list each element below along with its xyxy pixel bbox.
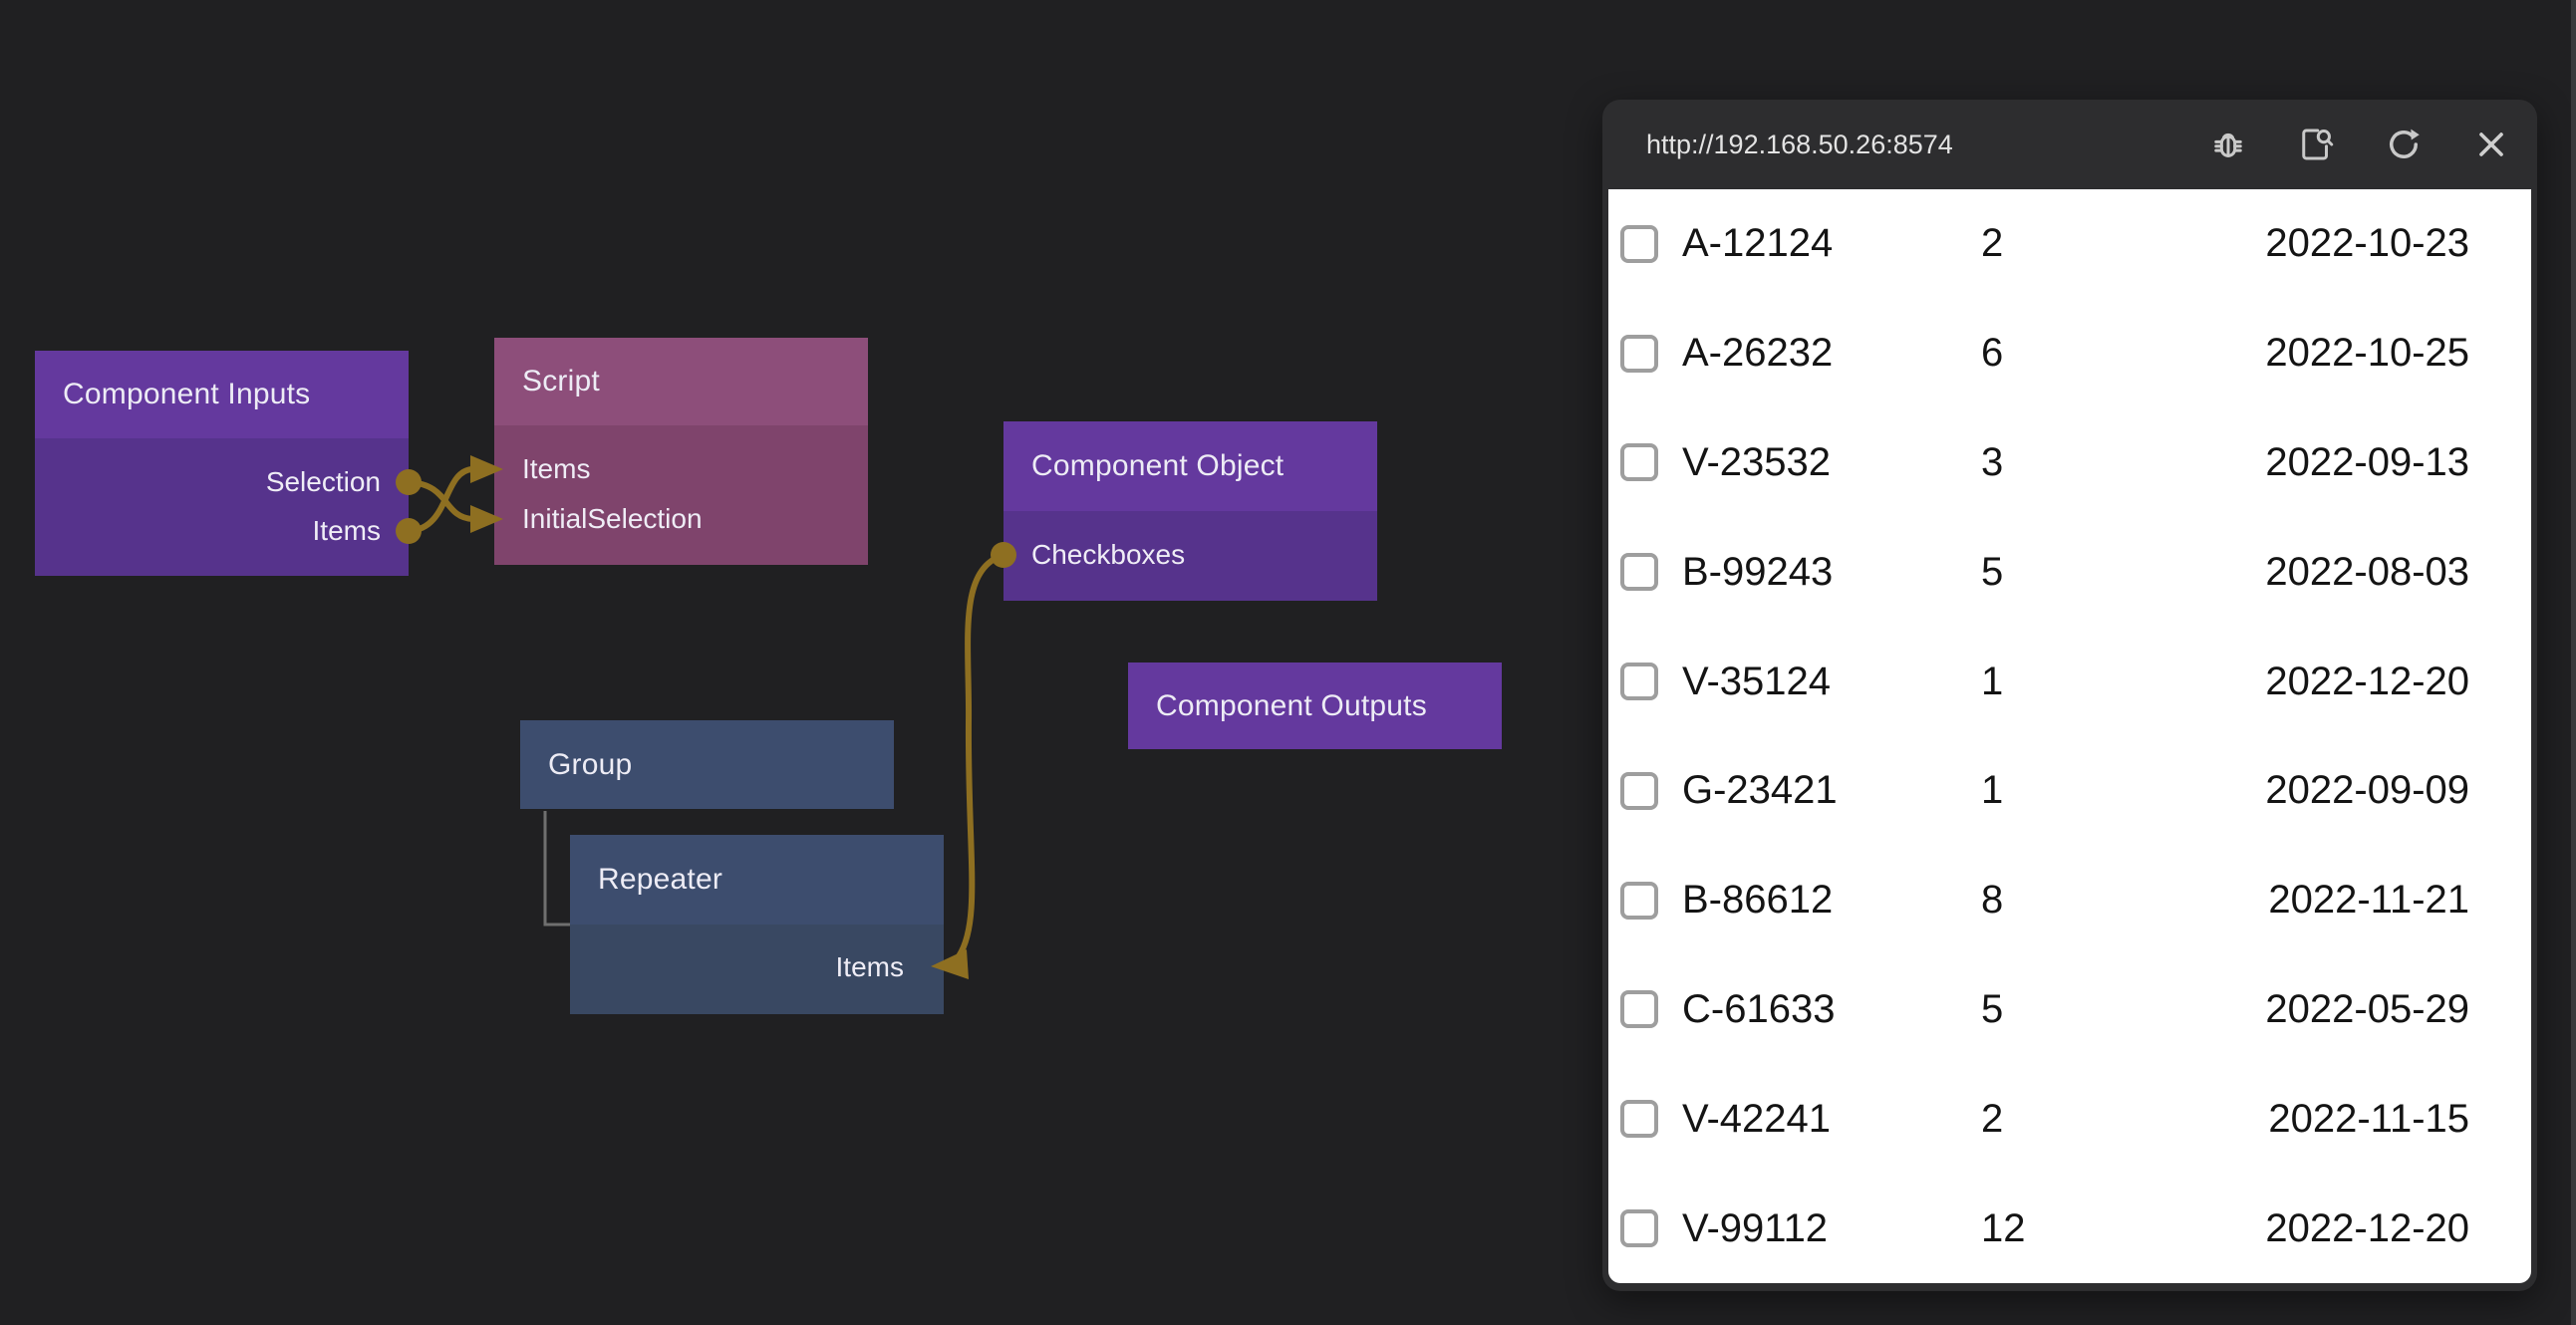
row-date: 2022-08-03 xyxy=(2265,549,2469,594)
node-body: Items InitialSelection xyxy=(494,425,868,565)
table-row: V-42241 2 2022-11-15 xyxy=(1608,1064,2531,1174)
screen-edge-divider xyxy=(2571,0,2576,1325)
node-component-object[interactable]: Component Object Checkboxes xyxy=(1003,421,1377,601)
row-id: V-23532 xyxy=(1682,439,1832,484)
row-date: 2022-05-29 xyxy=(2265,986,2469,1031)
table-row: A-12124 2 2022-10-23 xyxy=(1608,189,2531,299)
row-id: B-86612 xyxy=(1682,878,1834,923)
row-qty: 1 xyxy=(1981,768,2004,813)
preview-page-content: A-12124 2 2022-10-23 A-26232 6 2022-10-2… xyxy=(1608,189,2531,1283)
node-body: Selection Items xyxy=(35,438,409,576)
row-id: V-35124 xyxy=(1682,659,1832,703)
port-items-repeater[interactable]: Items xyxy=(570,945,944,989)
row-qty: 5 xyxy=(1981,986,2004,1031)
debug-icon xyxy=(2207,124,2249,165)
row-id: V-99112 xyxy=(1682,1205,1829,1250)
row-date: 2022-11-21 xyxy=(2268,878,2469,923)
node-body: Items xyxy=(570,925,944,1014)
node-repeater[interactable]: Repeater Items xyxy=(570,835,944,1014)
close-button[interactable] xyxy=(2469,123,2513,166)
table-row: V-35124 1 2022-12-20 xyxy=(1608,627,2531,736)
close-icon xyxy=(2471,125,2511,164)
row-qty: 2 xyxy=(1981,1096,2004,1141)
row-date: 2022-12-20 xyxy=(2265,659,2469,703)
table-row: V-99112 12 2022-12-20 xyxy=(1608,1174,2531,1283)
wire-items-items[interactable] xyxy=(406,466,475,534)
table-row: C-61633 5 2022-05-29 xyxy=(1608,955,2531,1065)
debug-button[interactable] xyxy=(2206,123,2250,166)
refresh-button[interactable] xyxy=(2382,123,2426,166)
preview-titlebar[interactable]: http://192.168.50.26:8574 xyxy=(1602,100,2537,189)
node-component-inputs[interactable]: Component Inputs Selection Items xyxy=(35,351,409,576)
table-row: G-23421 1 2022-09-09 xyxy=(1608,736,2531,846)
refresh-icon xyxy=(2383,124,2425,165)
row-checkbox[interactable] xyxy=(1620,990,1658,1029)
row-qty: 2 xyxy=(1981,221,2004,266)
node-body: Checkboxes xyxy=(1003,511,1377,601)
row-checkbox[interactable] xyxy=(1620,771,1658,810)
row-checkbox[interactable] xyxy=(1620,553,1658,592)
group-repeater-tree-link xyxy=(543,811,570,927)
port-items-in[interactable]: Items xyxy=(494,447,868,491)
wire-checkboxes-items[interactable] xyxy=(956,552,1006,959)
port-checkboxes[interactable]: Checkboxes xyxy=(1003,533,1377,577)
row-date: 2022-10-23 xyxy=(2265,221,2469,266)
port-label: Items xyxy=(312,515,381,546)
row-qty: 6 xyxy=(1981,331,2004,376)
row-checkbox[interactable] xyxy=(1620,224,1658,263)
port-label: Checkboxes xyxy=(1031,539,1186,570)
node-title: Component Object xyxy=(1003,421,1377,511)
row-checkbox[interactable] xyxy=(1620,334,1658,373)
port-initialselection[interactable]: InitialSelection xyxy=(494,497,868,541)
row-qty: 8 xyxy=(1981,878,2004,923)
port-label: Items xyxy=(835,951,904,982)
node-title: Script xyxy=(494,338,868,425)
row-id: B-99243 xyxy=(1682,549,1834,594)
row-checkbox[interactable] xyxy=(1620,1100,1658,1139)
table-row: B-86612 8 2022-11-21 xyxy=(1608,846,2531,955)
node-component-outputs[interactable]: Component Outputs xyxy=(1128,662,1502,749)
page-inspect-icon xyxy=(2295,124,2337,165)
open-page-button[interactable] xyxy=(2294,123,2338,166)
row-date: 2022-11-15 xyxy=(2268,1096,2469,1141)
table-row: A-26232 6 2022-10-25 xyxy=(1608,299,2531,408)
port-items-out[interactable]: Items xyxy=(35,509,409,553)
browser-preview-window: http://192.168.50.26:8574 xyxy=(1602,100,2537,1291)
port-label: Items xyxy=(522,453,591,484)
node-title: Group xyxy=(520,720,894,809)
port-selection[interactable]: Selection xyxy=(35,460,409,504)
row-id: A-12124 xyxy=(1682,221,1834,266)
row-date: 2022-09-13 xyxy=(2265,439,2469,484)
table-row: V-23532 3 2022-09-13 xyxy=(1608,408,2531,518)
row-checkbox[interactable] xyxy=(1620,662,1658,701)
table-row: B-99243 5 2022-08-03 xyxy=(1608,517,2531,627)
node-group[interactable]: Group xyxy=(520,720,894,809)
titlebar-buttons xyxy=(2206,100,2513,189)
row-qty: 12 xyxy=(1981,1205,2026,1250)
row-qty: 5 xyxy=(1981,549,2004,594)
port-label: InitialSelection xyxy=(522,503,703,534)
url-input[interactable]: http://192.168.50.26:8574 xyxy=(1646,129,1953,159)
row-checkbox[interactable] xyxy=(1620,443,1658,482)
row-id: V-42241 xyxy=(1682,1096,1832,1141)
row-qty: 1 xyxy=(1981,659,2004,703)
node-title: Repeater xyxy=(570,835,944,925)
port-label: Selection xyxy=(265,466,381,497)
wire-selection-initialselection[interactable] xyxy=(406,479,475,522)
row-date: 2022-12-20 xyxy=(2265,1205,2469,1250)
row-checkbox[interactable] xyxy=(1620,881,1658,920)
node-script[interactable]: Script Items InitialSelection xyxy=(494,338,868,565)
row-date: 2022-10-25 xyxy=(2265,331,2469,376)
node-title: Component Inputs xyxy=(35,351,409,438)
row-id: A-26232 xyxy=(1682,331,1834,376)
row-id: G-23421 xyxy=(1682,768,1838,813)
row-id: C-61633 xyxy=(1682,986,1836,1031)
row-date: 2022-09-09 xyxy=(2265,768,2469,813)
row-qty: 3 xyxy=(1981,439,2004,484)
row-checkbox[interactable] xyxy=(1620,1209,1658,1248)
node-title: Component Outputs xyxy=(1128,662,1502,749)
